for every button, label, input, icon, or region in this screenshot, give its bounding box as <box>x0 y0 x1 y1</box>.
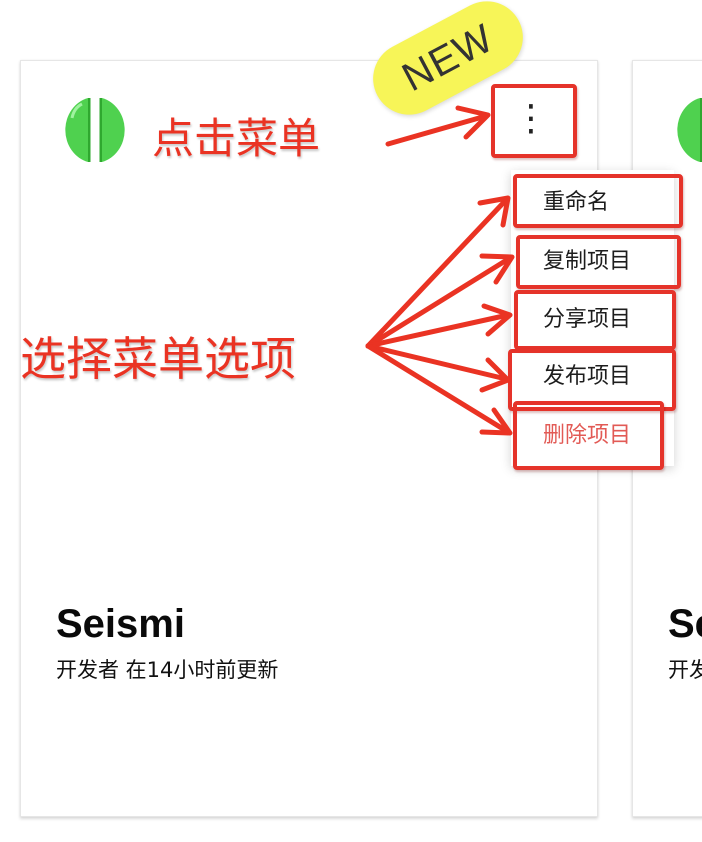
annotation-select-option: 选择菜单选项 <box>20 332 296 386</box>
project-meta: 开发者 在14小时前更新 <box>56 658 279 682</box>
project-context-menu: 重命名 复制项目 分享项目 发布项目 删除项目 <box>511 170 674 466</box>
annotation-click-menu: 点击菜单 <box>152 114 321 163</box>
project-card[interactable] <box>20 60 598 817</box>
menu-item-duplicate[interactable]: 复制项目 <box>543 249 632 274</box>
project-title-partial: Se <box>668 602 702 646</box>
more-vertical-icon[interactable]: ⋮ <box>513 98 549 139</box>
menu-item-publish[interactable]: 发布项目 <box>543 364 632 389</box>
menu-item-share[interactable]: 分享项目 <box>543 307 632 332</box>
project-logo-icon <box>64 96 126 164</box>
menu-item-delete[interactable]: 删除项目 <box>543 423 632 448</box>
project-logo-icon <box>676 96 702 164</box>
menu-item-rename[interactable]: 重命名 <box>543 190 610 215</box>
project-title: Seismi <box>56 602 185 646</box>
project-meta-partial: 开发 <box>668 658 702 682</box>
